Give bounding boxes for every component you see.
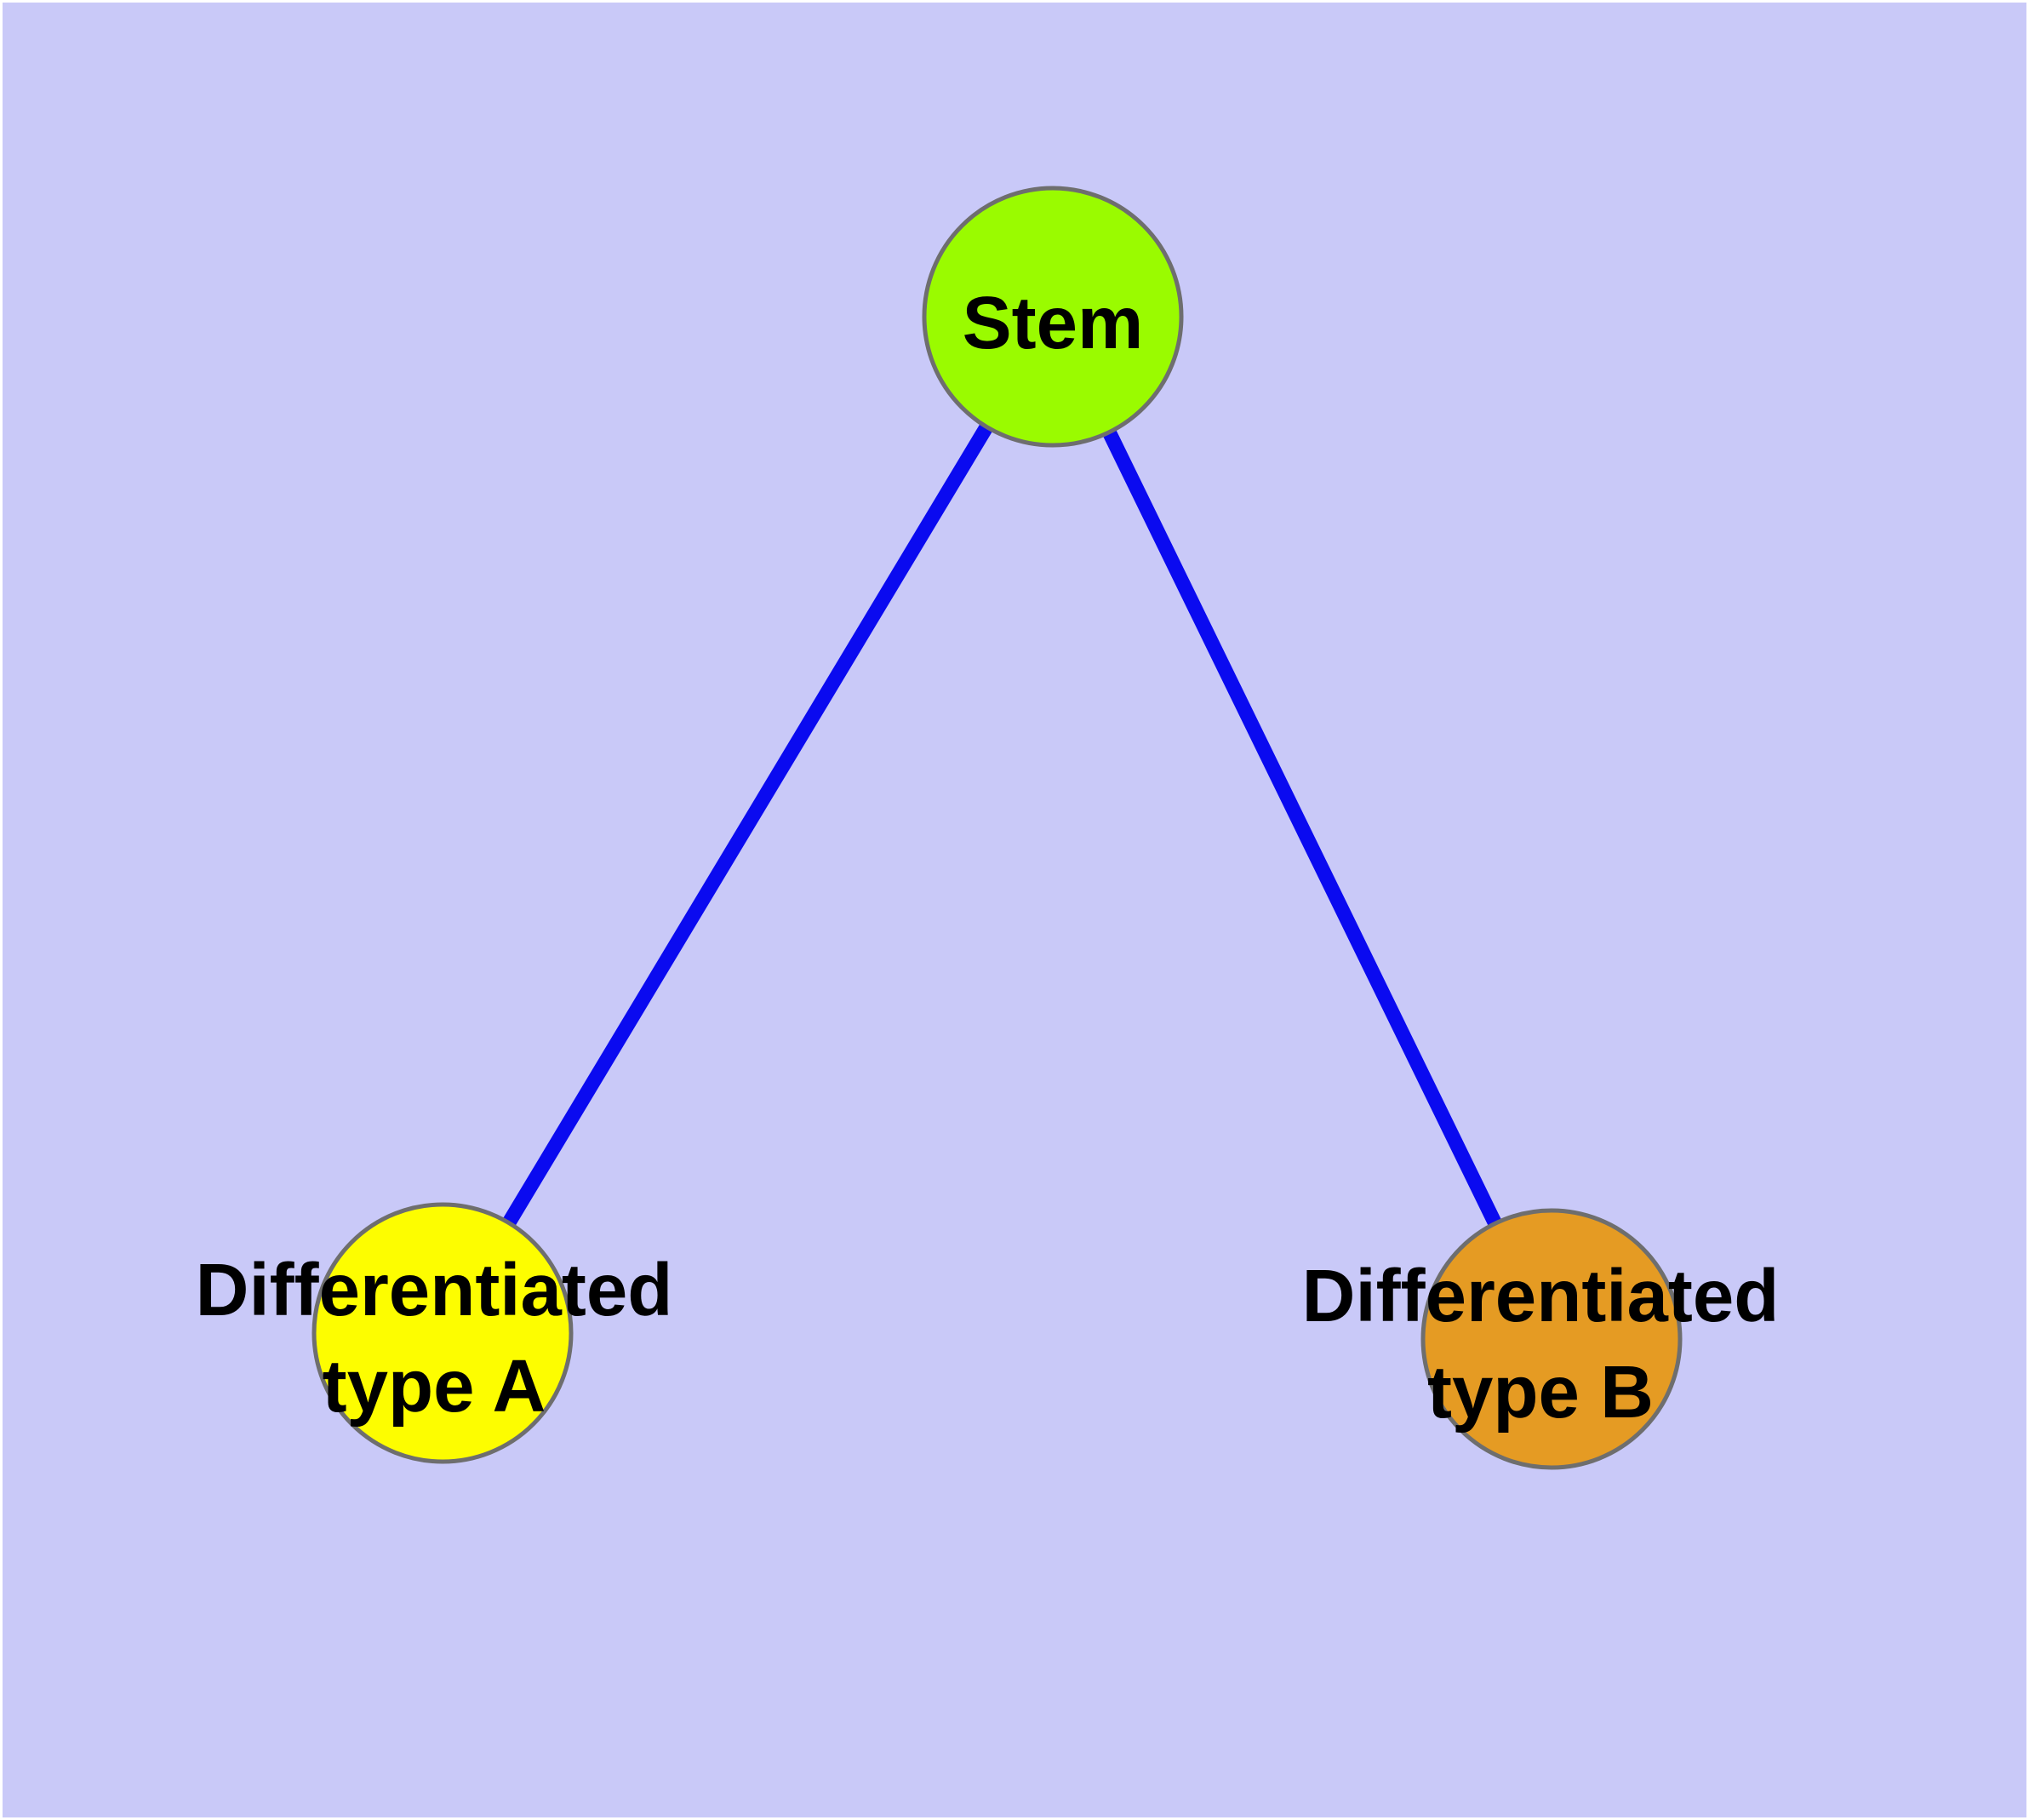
type-b-node-label-line1: Differentiated bbox=[1302, 1255, 1780, 1337]
type-b-node bbox=[1420, 1208, 1683, 1470]
type-b-node-label-line2: type B bbox=[1427, 1351, 1654, 1434]
type-a-node bbox=[311, 1202, 574, 1464]
stem-node bbox=[922, 186, 1184, 448]
type-a-node-label-line1: Differentiated bbox=[196, 1249, 673, 1331]
edge-stem-to-type-b bbox=[1046, 313, 1558, 1342]
type-a-node-label-line2: type A bbox=[323, 1345, 546, 1428]
edge-stem-to-type-a bbox=[436, 312, 1060, 1337]
stem-node-label: Stem bbox=[963, 282, 1144, 364]
